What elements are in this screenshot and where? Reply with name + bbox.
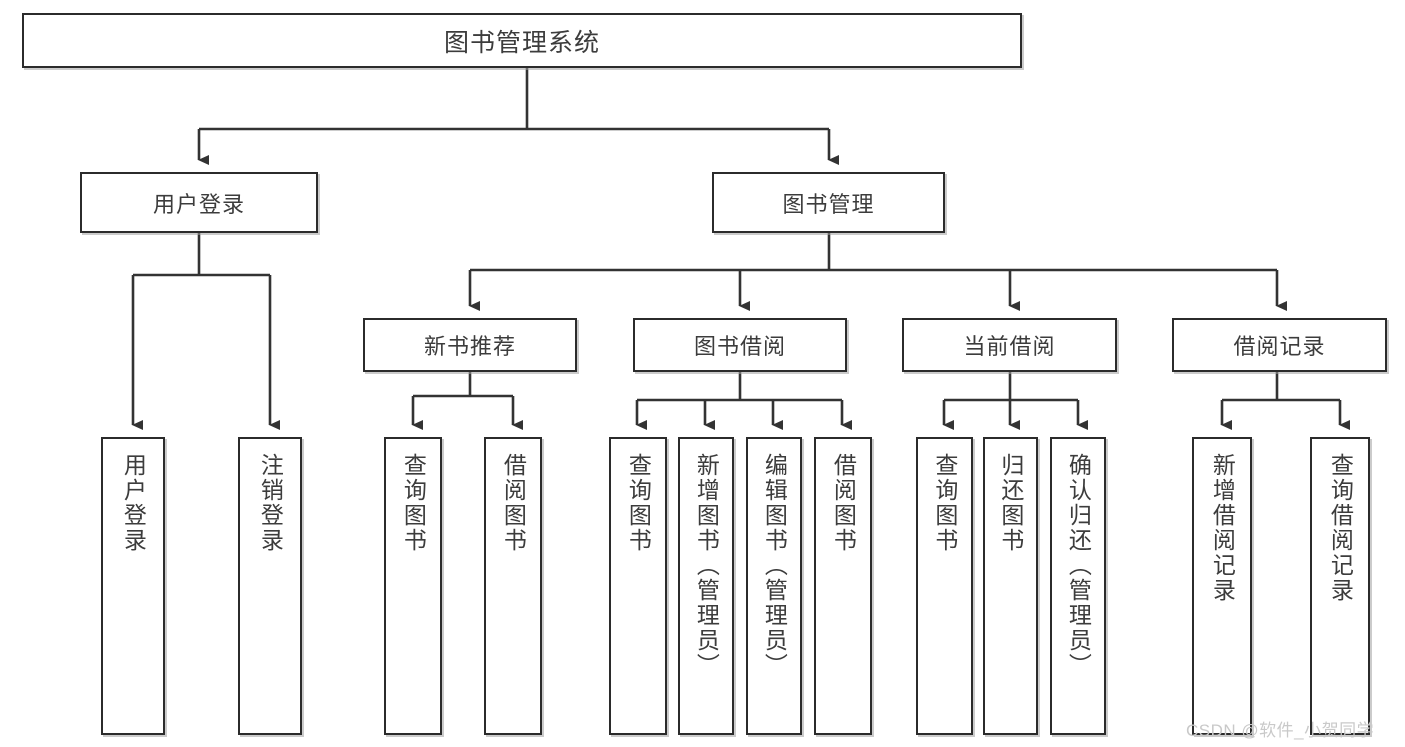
node-leaf-edit-book[interactable]: 编辑图书（管理员） [746, 437, 802, 735]
node-leaf-query-book-1[interactable]: 查询图书 [384, 437, 442, 735]
node-user-login[interactable]: 用户登录 [80, 172, 318, 233]
node-current-borrow[interactable]: 当前借阅 [902, 318, 1117, 372]
node-label: 用户登录 [152, 191, 245, 217]
csdn-watermark: CSDN @软件_小贺同学 [1186, 721, 1375, 740]
node-leaf-user-login[interactable]: 用户登录 [101, 437, 165, 735]
node-label: 借阅图书 [830, 453, 857, 553]
node-leaf-query-record[interactable]: 查询借阅记录 [1310, 437, 1370, 735]
node-leaf-return-book[interactable]: 归还图书 [983, 437, 1038, 735]
node-leaf-borrow-book-1[interactable]: 借阅图书 [484, 437, 542, 735]
node-label: 编辑图书（管理员） [761, 453, 788, 678]
node-label: 查询图书 [931, 453, 958, 553]
node-leaf-add-record[interactable]: 新增借阅记录 [1192, 437, 1252, 735]
node-label: 注销登录 [257, 453, 284, 553]
node-book-borrow[interactable]: 图书借阅 [633, 318, 847, 372]
node-new-book-recommend[interactable]: 新书推荐 [363, 318, 577, 372]
node-leaf-query-book-2[interactable]: 查询图书 [609, 437, 667, 735]
node-label: 当前借阅 [963, 334, 1056, 359]
node-label: 查询图书 [625, 453, 652, 553]
node-borrow-record[interactable]: 借阅记录 [1172, 318, 1387, 372]
node-label: 新书推荐 [423, 334, 516, 359]
node-book-management-system[interactable]: 图书管理系统 [22, 13, 1022, 68]
node-label: 用户登录 [120, 453, 147, 553]
node-leaf-query-book-3[interactable]: 查询图书 [916, 437, 973, 735]
node-label: 图书管理系统 [443, 28, 600, 57]
node-leaf-user-logout[interactable]: 注销登录 [238, 437, 302, 735]
node-label: 借阅图书 [500, 453, 527, 553]
node-label: 图书管理 [782, 191, 875, 217]
node-label: 查询借阅记录 [1327, 453, 1354, 603]
node-label: 新增借阅记录 [1209, 453, 1236, 603]
node-label: 图书借阅 [693, 334, 786, 359]
node-book-management[interactable]: 图书管理 [712, 172, 945, 233]
node-label: 借阅记录 [1233, 334, 1326, 359]
node-label: 新增图书（管理员） [693, 453, 720, 678]
node-label: 查询图书 [400, 453, 427, 553]
node-leaf-confirm-return[interactable]: 确认归还（管理员） [1050, 437, 1106, 735]
node-leaf-borrow-book-2[interactable]: 借阅图书 [814, 437, 872, 735]
node-leaf-add-book[interactable]: 新增图书（管理员） [678, 437, 734, 735]
node-label: 归还图书 [997, 453, 1024, 553]
node-label: 确认归还（管理员） [1065, 453, 1092, 678]
